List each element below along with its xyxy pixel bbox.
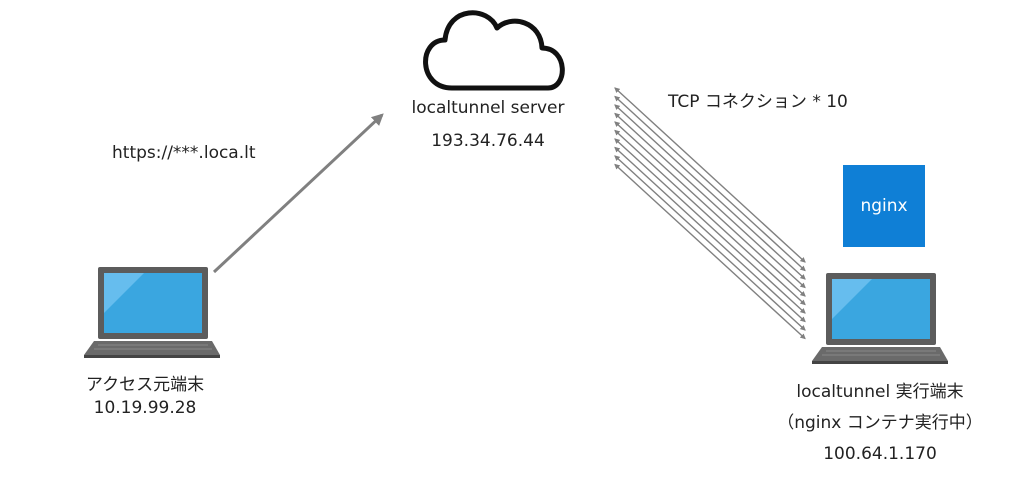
tcp-connection-arrow — [614, 146, 806, 323]
tcp-connection-arrow — [614, 138, 806, 314]
tcp-connection-arrow — [614, 87, 806, 263]
tcp-connection-arrow — [614, 112, 806, 289]
tcp-connection-arrow — [614, 121, 806, 297]
runner-subtitle: （nginx コンテナ実行中） — [777, 413, 983, 433]
runner-title: localtunnel 実行端末 — [796, 382, 964, 402]
runner-ip: 100.64.1.170 — [823, 444, 937, 464]
tcp-connection-arrow — [614, 129, 806, 306]
laptop-icon — [812, 273, 948, 364]
client-ip: 10.19.99.28 — [93, 398, 197, 418]
nginx-label: nginx — [860, 196, 908, 216]
tcp-connection-arrow — [614, 163, 806, 340]
nginx-box: nginx — [843, 165, 925, 247]
tcp-connection-arrow — [614, 104, 806, 280]
request-url-label: https://***.loca.lt — [112, 143, 256, 163]
client-title: アクセス元端末 — [85, 375, 205, 395]
tcp-connection-arrow — [614, 155, 806, 331]
server-ip: 193.34.76.44 — [431, 131, 545, 151]
tcp-connection-label: TCP コネクション * 10 — [668, 92, 848, 112]
tcp-connection-arrow — [614, 95, 806, 272]
cloud-icon — [423, 10, 565, 91]
laptop-icon — [84, 267, 220, 358]
request-arrow — [212, 113, 384, 274]
server-title: localtunnel server — [411, 98, 565, 118]
tcp-connection-arrows — [614, 87, 806, 340]
